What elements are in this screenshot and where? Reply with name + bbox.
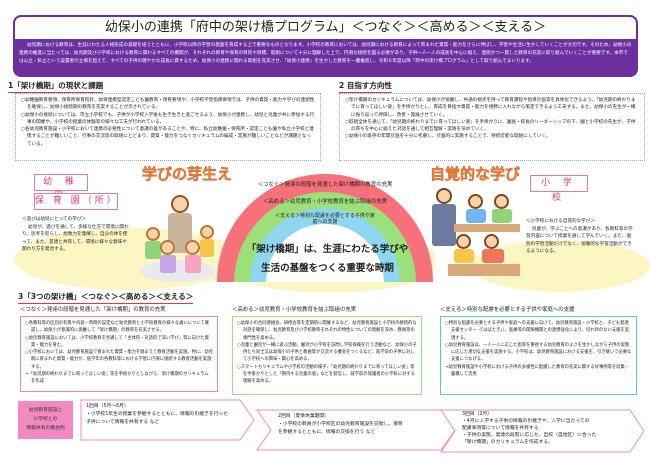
section2-item: ○架け橋期のカリキュラムについては、幼保小が協働し、共通の視点を持って教育課程や… xyxy=(345,98,636,118)
section1-item: ○各幼児教育施設・小学校において連携の必要性について意識の差があることや、特に、… xyxy=(21,127,314,147)
left-title: 学びの芽生え xyxy=(142,165,233,184)
column1-item: ○幼児教育施設においては、小学校教育を見通して「主体的・対話的で深い学び」等に向… xyxy=(25,335,209,348)
info-sharing-label: 幼児教育施設と 小学校との 情報共有の機会例 xyxy=(18,401,73,439)
column2-item: ○幼保小の合同連絡会、研修会等を定期的に開催するなど、幼児教育施設と小学校の継続… xyxy=(237,321,417,341)
column1-title: ＜つなぐ＞発達の段階を見通した「架け橋期」の教育の充実 xyxy=(20,307,166,313)
column1-item: ○小学校においては、幼児教育施設で育まれた資質・能力を踏まえて教育活動を実施。特… xyxy=(25,350,213,370)
timeline-step-3-line: ・子供の実態、発達の段階に応じた、自校（自地区）に合った xyxy=(462,433,597,438)
right-description-body: 児童が、学ぶことへの意識があり、各教科等の学習内容について授業を通して学んでいく… xyxy=(526,226,633,255)
column3-item: ○幼児教育施設は、一人一人に応じた指導を重視する幼児教育のよさを生かしながら子供… xyxy=(445,342,632,363)
section1-item: ○幼保小の接続については、市立小学校でも、子供が小学校入学後も生き生きと過ごせる… xyxy=(21,112,315,125)
kindergarten-children-illustration xyxy=(140,185,215,285)
column2-box: ○幼保小の合同連絡会、研修会等を定期的に開催するなど、幼児教育施設と小学校の継続… xyxy=(232,316,422,395)
column2-item: ○スタートカリキュラムや小学校の活動の様子、「幼児期の終わりまでに育ってほしい姿… xyxy=(237,364,415,385)
page-title: 幼保小の連携「府中の架け橋プログラム」＜つなぐ＞＜高める＞＜支える＞ xyxy=(15,17,636,39)
timeline-step-1-title: 1回目（5月～6月） xyxy=(86,404,129,409)
rainbow-diagram: ＜つなぐ＞発達の段階を見通した架け橋期の教育の充実 ＜高める＞幼児教育・小学校教… xyxy=(215,172,435,282)
section1-box: ○幼稚園教育要領、保育所保育指針、幼保連携型認定こども園教育・保育要領や、小学校… xyxy=(15,93,321,161)
classroom-illustration xyxy=(432,184,522,284)
section3-heading: 3「3つの架け橋」＜つなぐ＞＜高める＞＜支える＞ xyxy=(18,292,194,304)
center-message-line2: 生活の基盤をつくる重要な時期 xyxy=(261,263,394,274)
timeline-step-3-line: 配慮事項等について情報を共有する xyxy=(462,426,539,431)
section2-item: ○幼保小の既存の年間計画を十分に考慮し、計画的に実施することで、持続可能な取組に… xyxy=(345,134,551,140)
kindergarten-label: 幼 稚 園 xyxy=(34,174,88,202)
right-description-title: ＜小学校における自覚的な学び＞ xyxy=(526,219,595,224)
right-title: 自覚的な学び xyxy=(430,165,521,184)
timeline-step-3-line: ・4月に入学する子供の情報の引継ぎや、入学に当たっての xyxy=(462,419,590,424)
timeline-step-1-line: 子供について情報を共有する など xyxy=(86,420,160,425)
left-description: ＜遊びは幼児にとっての学び＞ 幼児が、遊びを通して、多様な仕方で環境に関わり、思… xyxy=(22,216,130,254)
timeline-step-3-line: 「架け橋期」のカリキュラムを作成する。 xyxy=(462,440,553,445)
center-message: 「架け橋期」は、生涯にわたる学びや 生活の基盤をつくる重要な時期 xyxy=(230,240,425,278)
column1-item: ○各教科等の区別の有無や内容・時間の設定など幼児教育と小学校教育の様々な違いにつ… xyxy=(25,321,210,334)
nursery-label: 保 育 園（所） xyxy=(34,193,118,210)
section2-heading: 2 目指す方向性 xyxy=(339,81,392,93)
chevron-shape xyxy=(80,399,255,441)
section2-box: ○架け橋期のカリキュラムについては、幼保小が協働し、共通の視点を持って教育課程や… xyxy=(339,93,645,161)
rainbow-label-tsunagu: ＜つなぐ＞発達の段階を見通した架け橋期の教育の充実 xyxy=(257,182,393,188)
column3-arrow-note: →幼児教育施設や小学校における子供の多様性に配慮した教育の充実に関する好事例等を… xyxy=(445,364,630,378)
left-description-body: 幼児が、遊びを通して、多様な仕方で環境に関わり、思考を巡らし、想像力を発揮し、自… xyxy=(22,224,129,253)
timeline-step-3-title: 3回目（2月） xyxy=(462,412,493,417)
column1-arrow-note: →「幼児期の終わりまでに育ってほしい姿」等を手掛かりとしながら、架け橋期のカリキ… xyxy=(25,372,209,385)
section1-item: ○幼稚園教育要領、保育所保育指針、幼保連携型認定こども園教育・保育要領や、小学校… xyxy=(21,98,315,111)
column3-item: ○特別な配慮を必要とする子供や家庭への支援に向けて、幼児教育施設・小学校と、子ど… xyxy=(445,321,630,341)
center-message-line1: 「架け橋期」は、生涯にわたる学びや xyxy=(246,244,409,255)
timeline-step-2: 2回目（夏季休業期間） ・小学校の教員が小学校区の幼児教育施設を訪問し、保育 を… xyxy=(256,409,456,451)
section2-item: ○取組全体を通じて、「幼児期の終わりまでに育ってほしい姿」を手掛かりに、園長・校… xyxy=(345,119,636,133)
right-description: ＜小学校における自覚的な学び＞ 児童が、学ぶことへの意識があり、各教科等の学習内… xyxy=(526,218,634,256)
intro-paragraph: 幼児期における教育は、生涯にわたる人格形成の基礎を培うとともに、小学校以降の学習… xyxy=(19,43,632,64)
header-banner: 幼保小の連携「府中の架け橋プログラム」＜つなぐ＞＜高める＞＜支える＞ 幼児期にお… xyxy=(13,15,638,77)
timeline-step-2-line: を参観するとともに、情報の交換を行う など xyxy=(278,430,376,435)
timeline-step-3: 3回目（2月） ・4月に入学する子供の情報の引継ぎや、入学に当たっての 配慮事項… xyxy=(440,409,645,453)
column3-title: ＜支える＞特別な配慮を必要とする子供や家庭への支援 xyxy=(440,307,575,313)
column3-box: ○特別な配慮を必要とする子供や家庭への支援に向けて、幼児教育施設・小学校と、子ど… xyxy=(440,316,637,395)
rainbow-label-takameru: ＜高める＞幼児教育・小学校教育を結ぶ取組の充実 xyxy=(263,199,387,205)
timeline-step-2-line: ・小学校の教員が小学校区の幼児教育施設を訪問し、保育 xyxy=(278,422,403,427)
section1-heading: 1「架け橋期」の現状と課題 xyxy=(8,81,104,93)
chevron-shape xyxy=(440,409,645,453)
column2-item: ○児童と園児が一緒に遊ぶ活動、園児が小学校を訪問し学校探検を行う活動など、幼保小… xyxy=(237,342,417,363)
school-label: 小 学 校 xyxy=(530,175,588,203)
column1-box: ○各教科等の区別の有無や内容・時間の設定など幼児教育と小学校教育の様々な違いにつ… xyxy=(20,316,218,392)
timeline-step-2-title: 2回目（夏季休業期間） xyxy=(278,414,330,419)
rainbow-label-sasaeru: ＜支える＞特別な配慮を必要とする子供や家庭への支援 xyxy=(275,213,375,225)
column2-title: ＜高める＞幼児教育・小学校教育を結ぶ取組の充実 xyxy=(232,307,356,313)
timeline-step-1-line: ・小学校1年生の授業を参観するとともに、情報の引継ぎを行った xyxy=(86,412,229,417)
left-description-title: ＜遊びは幼児にとっての学び＞ xyxy=(22,217,86,222)
timeline-step-1: 1回目（5月～6月） ・小学校1年生の授業を参観するとともに、情報の引継ぎを行っ… xyxy=(80,399,255,441)
